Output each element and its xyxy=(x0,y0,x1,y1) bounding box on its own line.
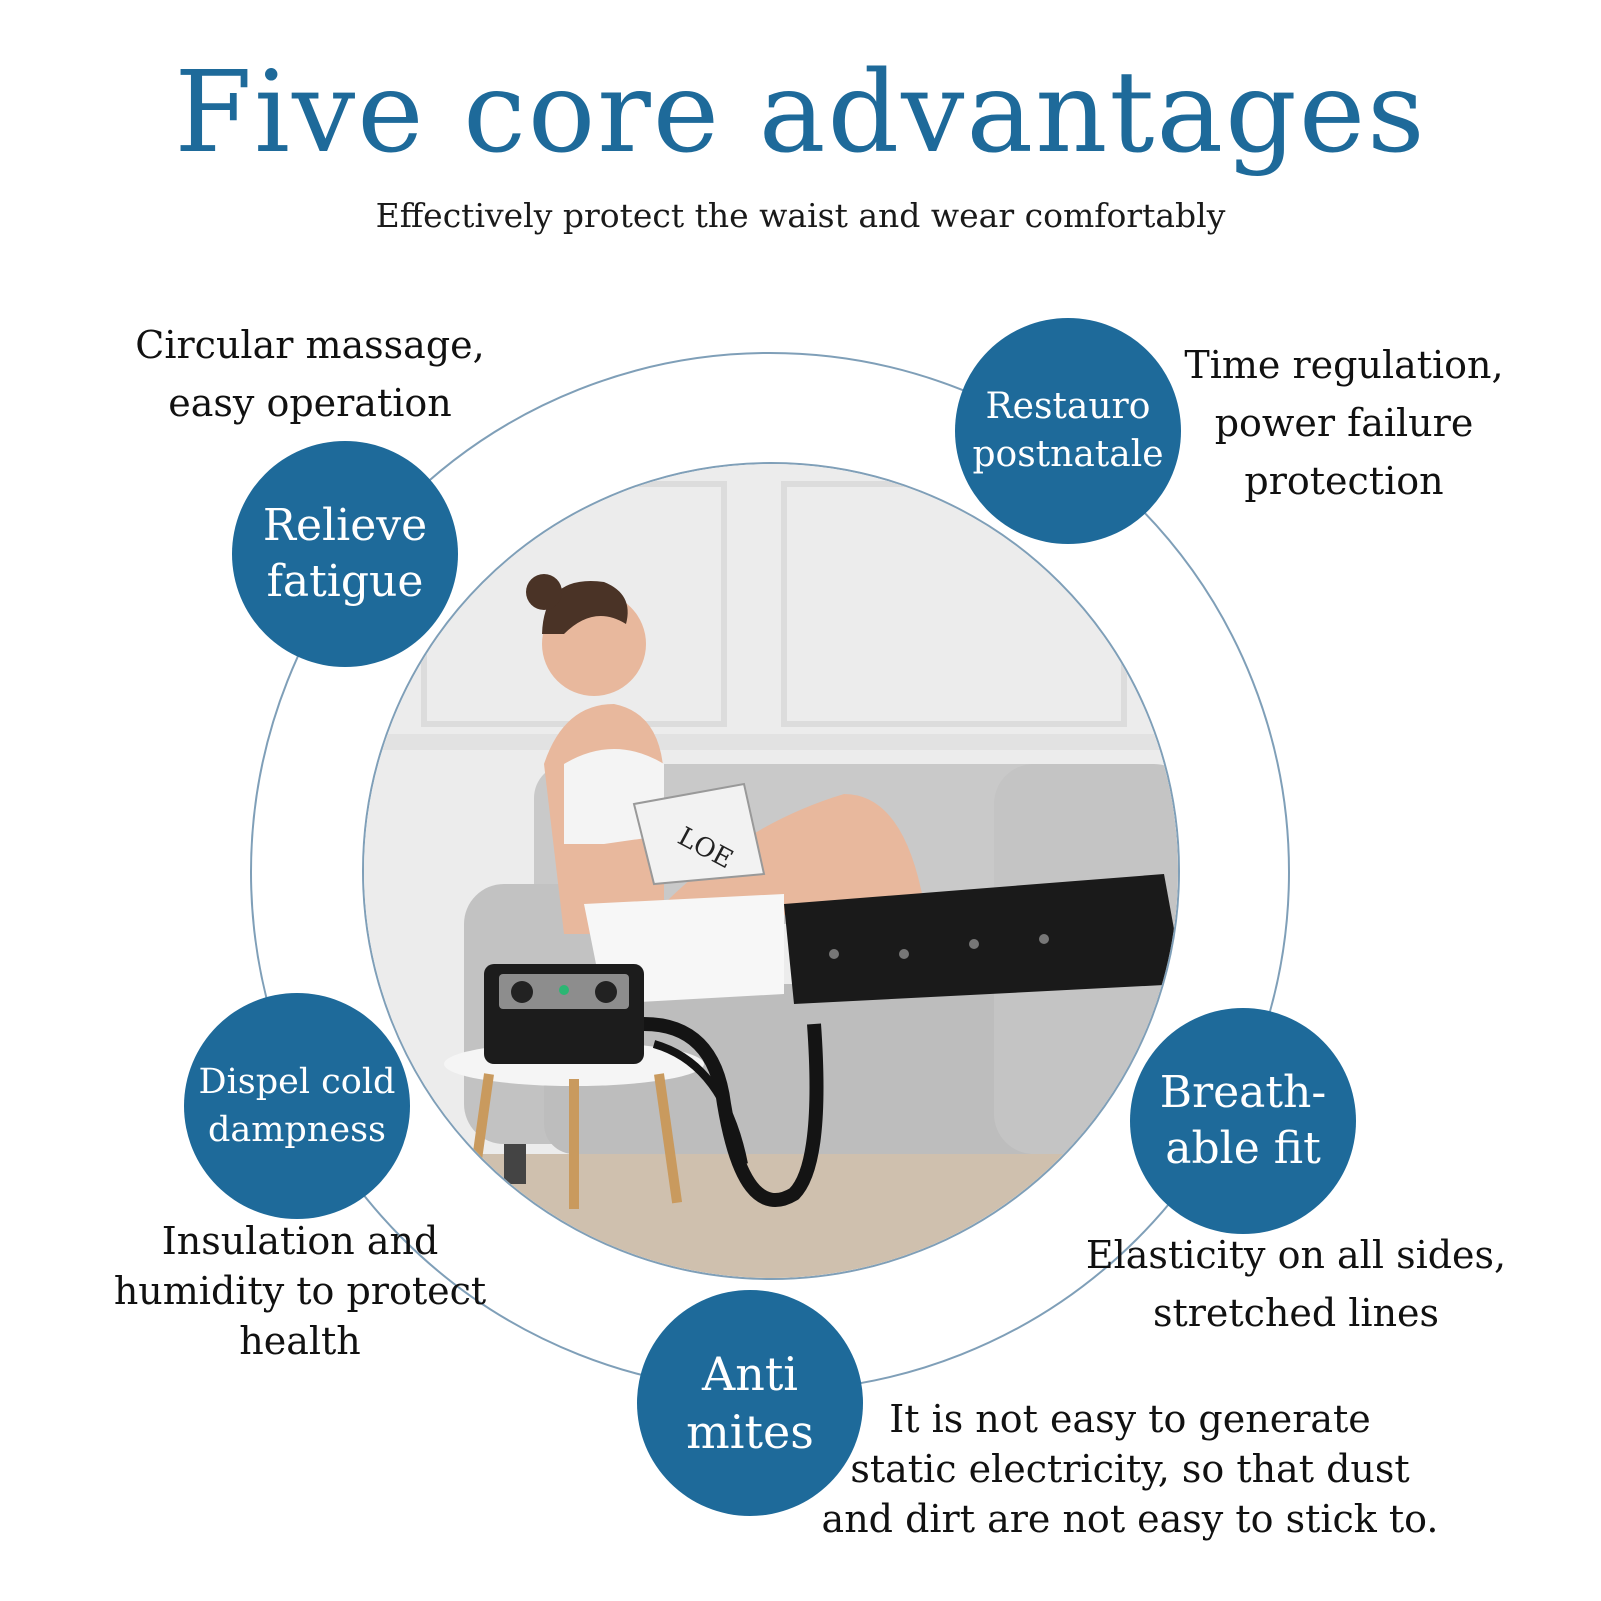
caption-insulation: Insulation and humidity to protect healt… xyxy=(90,1216,510,1366)
caption-line: protection xyxy=(1244,459,1444,503)
caption-line: and dirt are not easy to stick to. xyxy=(821,1497,1439,1541)
page-subtitle: Effectively protect the waist and wear c… xyxy=(375,196,1226,235)
badge-relieve-line-1: Relieve xyxy=(262,500,428,551)
badge-dispel-cold: Dispel cold dampness xyxy=(184,993,410,1219)
badge-anti-line-1: Anti xyxy=(701,1347,799,1401)
caption-time-regulation: Time regulation, power failure protectio… xyxy=(1168,336,1520,510)
caption-line: Elasticity on all sides, xyxy=(1085,1233,1507,1277)
caption-line: humidity to protect xyxy=(113,1269,487,1313)
badge-breathable-fit: Breath- able fit xyxy=(1130,1008,1356,1234)
badge-relieve-line-2: fatigue xyxy=(266,556,424,607)
caption-line: static electricity, so that dust xyxy=(850,1447,1410,1491)
product-photo: LOE xyxy=(362,462,1180,1280)
photo-illustration: LOE xyxy=(364,464,1178,1278)
caption-line: Circular massage, xyxy=(135,323,485,367)
badge-dispel-line-1: Dispel cold xyxy=(198,1062,396,1102)
badge-anti-line-2: mites xyxy=(686,1405,814,1459)
caption-elasticity: Elasticity on all sides, stretched lines xyxy=(1066,1226,1526,1342)
badge-restauro-line-1: Restauro xyxy=(985,386,1151,427)
caption-circular-massage: Circular massage, easy operation xyxy=(120,316,500,432)
caption-line: Insulation and xyxy=(161,1219,439,1263)
badge-relieve-fatigue: Relieve fatigue xyxy=(232,441,458,667)
caption-line: It is not easy to generate xyxy=(889,1397,1371,1441)
badge-restauro-postnatale: Restauro postnatale xyxy=(955,318,1181,544)
caption-static-electricity: It is not easy to generate static electr… xyxy=(800,1394,1460,1544)
caption-line: power failure xyxy=(1214,401,1474,445)
badge-breath-line-2: able fit xyxy=(1165,1123,1321,1174)
badge-breath-line-1: Breath- xyxy=(1159,1067,1327,1118)
caption-line: easy operation xyxy=(168,381,452,425)
badge-anti-mites: Anti mites xyxy=(637,1290,863,1516)
badge-restauro-line-2: postnatale xyxy=(972,434,1164,475)
badge-dispel-line-2: dampness xyxy=(207,1110,387,1150)
caption-line: stretched lines xyxy=(1152,1291,1440,1335)
caption-line: Time regulation, xyxy=(1184,343,1504,387)
caption-line: health xyxy=(239,1319,361,1363)
page-title: Five core advantages xyxy=(174,48,1427,178)
